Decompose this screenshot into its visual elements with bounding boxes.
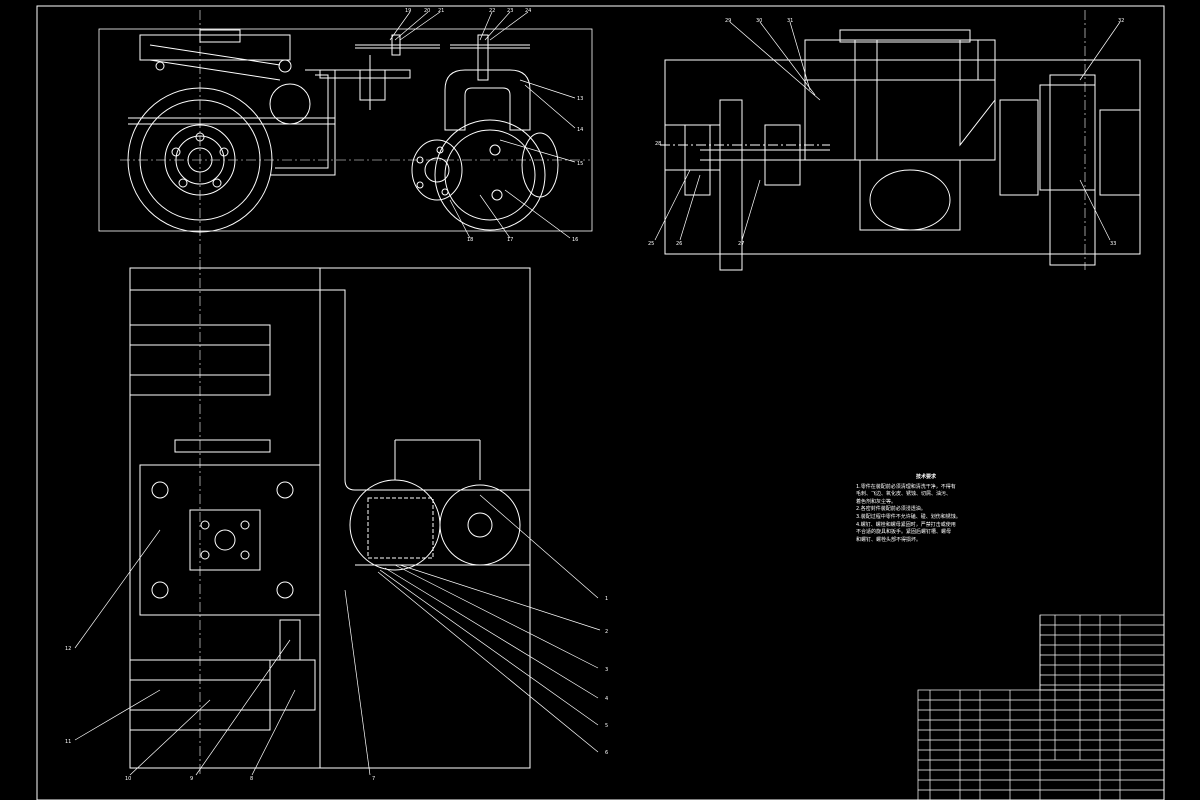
note-line: 着色剂和灰尘等。	[856, 498, 897, 505]
leader-label: 20	[424, 8, 430, 14]
leader-label: 27	[738, 241, 744, 247]
leader-label: 8	[250, 776, 253, 782]
leader-label: 4	[605, 696, 608, 702]
leader-label: 16	[572, 237, 578, 243]
note-line: 2.各密封件装配前必须浸透油。	[856, 506, 926, 513]
leader-label: 7	[372, 776, 375, 782]
leader-label: 29	[725, 18, 731, 24]
bottom-left-view	[129, 260, 531, 775]
leader-label: 14	[577, 127, 583, 133]
note-line: 1.零件在装配前必须清理和清洗干净，不得有	[856, 483, 956, 490]
leader-label: 19	[405, 8, 411, 14]
leader-label: 2	[605, 629, 608, 635]
leader-lines	[74, 11, 1121, 776]
leader-label: 17	[507, 237, 513, 243]
title-block	[917, 614, 1165, 800]
notes-title: 技术要求	[915, 474, 936, 480]
technical-notes: 技术要求 1.零件在装配前必须清理和清洗干净，不得有 毛刺、飞边、氧化皮、锈蚀、…	[856, 474, 996, 544]
note-line: 3.装配过程中零件不允许磕、碰、划伤和锈蚀。	[856, 513, 961, 520]
leader-label: 11	[65, 739, 71, 745]
note-line: 毛刺、飞边、氧化皮、锈蚀、切屑、油污、	[856, 491, 952, 498]
leader-label: 9	[190, 776, 193, 782]
leader-label: 26	[676, 241, 682, 247]
leader-label: 22	[489, 8, 495, 14]
leader-label: 28	[655, 141, 661, 147]
leader-label: 23	[507, 8, 513, 14]
top-right-view	[660, 10, 1141, 271]
leader-label: 12	[65, 646, 71, 652]
leader-label: 15	[577, 161, 583, 167]
leader-label: 13	[577, 96, 583, 102]
leader-label: 25	[648, 241, 654, 247]
leader-label: 30	[756, 18, 762, 24]
note-line: 4.螺钉、螺栓和螺母紧固时，严禁打击或使用	[856, 521, 956, 528]
leader-label: 33	[1110, 241, 1116, 247]
leader-label: 1	[605, 596, 608, 602]
note-line: 不合适的旋具和扳手。紧固后螺钉槽、螺母	[856, 529, 952, 536]
sheet-border	[36, 5, 1165, 800]
leader-label: 5	[605, 723, 608, 729]
leader-label: 3	[605, 667, 608, 673]
note-line: 和螺钉、螺栓头部不得损坏。	[856, 536, 922, 543]
leader-label: 21	[438, 8, 444, 14]
leader-label: 24	[525, 8, 531, 14]
leader-label: 31	[787, 18, 793, 24]
leader-label: 32	[1118, 18, 1124, 24]
top-left-view	[98, 10, 593, 260]
leader-label: 6	[605, 750, 608, 756]
leader-label: 18	[467, 237, 473, 243]
leader-label: 10	[125, 776, 131, 782]
